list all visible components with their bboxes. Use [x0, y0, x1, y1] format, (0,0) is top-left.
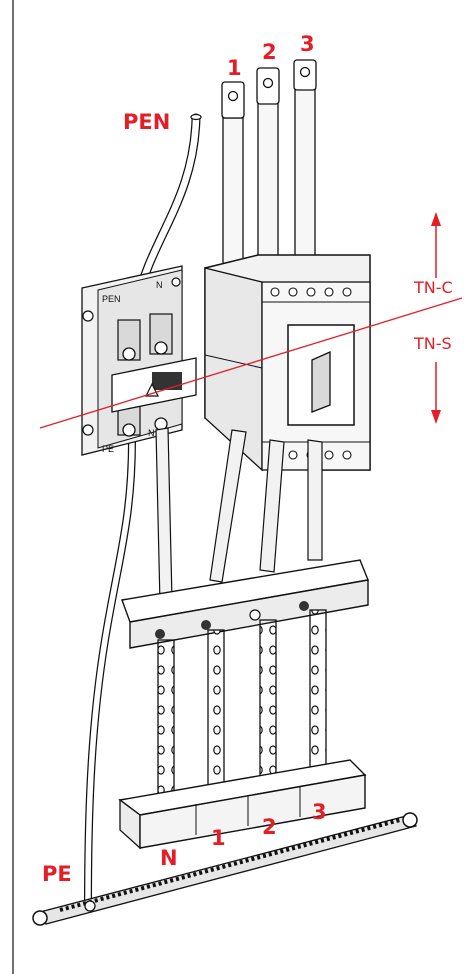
label-phase2-top: 2: [262, 40, 277, 64]
circuit-breaker: [204, 254, 371, 472]
label-phase2-bottom: 2: [262, 815, 277, 839]
tn-boundary: [39, 212, 463, 429]
label-phase3-top: 3: [300, 32, 315, 56]
tn-c-arrow-head: [431, 212, 441, 226]
label-phase1-bottom: 1: [211, 826, 226, 850]
label-pen: PEN: [123, 110, 171, 134]
terminal-pe-label: PE: [102, 444, 114, 454]
tn-s-arrow-head: [431, 410, 441, 424]
lower-busbar-support: [118, 759, 367, 850]
earth-bar: [32, 812, 418, 926]
label-n-bottom: N: [160, 846, 178, 870]
label-tn-c: TN-C: [414, 278, 453, 297]
label-pe: PE: [42, 862, 72, 886]
breaker-toggle-icon: [311, 350, 331, 413]
pen-pe-terminal: PEN PE N N: [81, 265, 197, 456]
label-phase1-top: 1: [227, 56, 242, 80]
pe-cable: [84, 436, 136, 909]
upper-busbar-support: [121, 559, 369, 649]
neutral-busbar-link: [155, 427, 173, 605]
terminal-n-top-label: N: [156, 280, 163, 290]
tn-boundary-line: [39, 297, 463, 429]
breaker-output-bars: [209, 429, 323, 583]
terminal-n-bottom-label: N: [148, 428, 155, 438]
terminal-pen-label: PEN: [102, 294, 121, 304]
label-tn-s: TN-S: [414, 334, 452, 353]
phase-bars-top: [221, 59, 317, 269]
label-phase3-bottom: 3: [312, 800, 327, 824]
